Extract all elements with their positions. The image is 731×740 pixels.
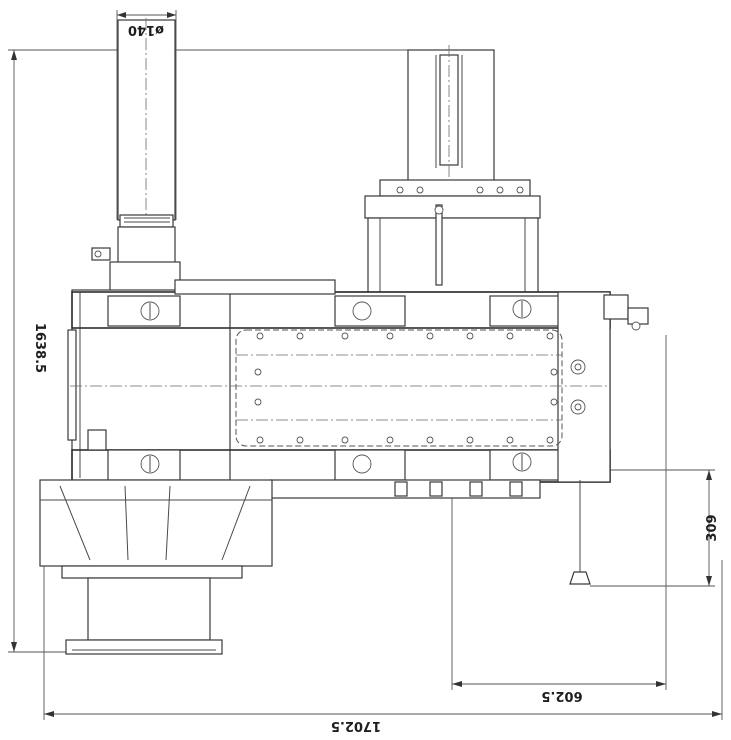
dim-shaft-diameter: ø140	[128, 22, 164, 37]
output-shaft	[91, 18, 181, 570]
dim-vertical-offset: 309	[705, 514, 720, 541]
base-housing	[39, 479, 541, 655]
motor-assembly	[364, 45, 541, 300]
dim-overall-width: 1702.5	[331, 718, 381, 733]
drain-pipe	[569, 480, 591, 585]
dim-horizontal-offset: 602.5	[541, 688, 582, 703]
gearbox-housing	[67, 279, 649, 483]
dim-overall-height: 1638.5	[32, 323, 47, 373]
